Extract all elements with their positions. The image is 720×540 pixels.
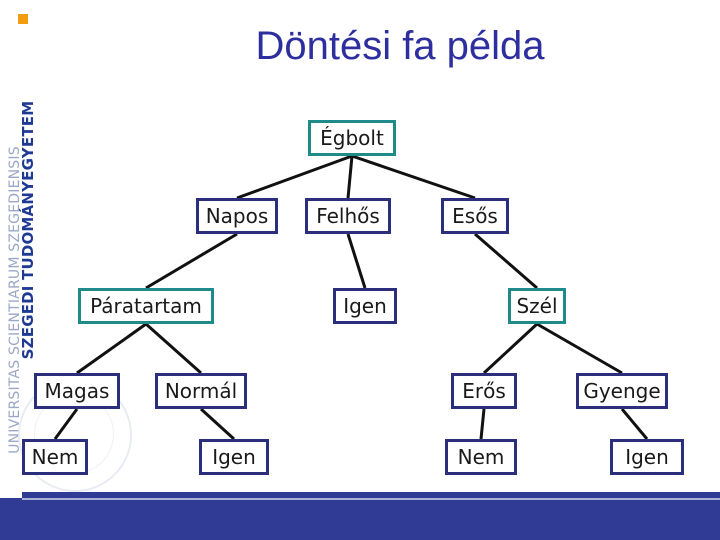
node-igen-gyenge: Igen [610,439,684,475]
edge-paratartam-magas [76,322,147,375]
node-eros: Erős [451,373,517,409]
node-napos: Napos [196,198,278,234]
node-paratartam: Páratartam [78,288,214,324]
node-szel: Szél [508,288,566,324]
edge-gyenge-igen_gyenge [620,408,649,440]
edge-egbolt-felhos [346,155,354,199]
edge-egbolt-esos [351,154,476,200]
node-esos: Esős [441,198,509,234]
edge-magas-nem_magas [53,408,79,440]
node-normal: Normál [155,373,247,409]
node-felhos: Felhős [305,198,391,234]
node-gyenge: Gyenge [576,373,668,409]
node-igen-felhos: Igen [333,288,397,324]
slide-title: Döntési fa példa [255,24,545,68]
footer-band [0,498,720,540]
edge-paratartam-normal [145,322,202,375]
node-nem-eros: Nem [445,439,517,475]
edge-egbolt-napos [236,154,353,200]
edge-szel-gyenge [536,322,623,375]
node-magas: Magas [34,373,120,409]
node-igen-normal: Igen [199,439,269,475]
node-nem-magas: Nem [22,439,88,475]
logo-square [18,14,28,24]
edge-felhos-igen_felhos [346,233,367,289]
edge-napos-paratartam [145,232,238,290]
edge-szel-eros [482,322,539,375]
edge-eros-nem_eros [479,408,486,440]
node-egbolt: Égbolt [308,120,396,156]
edge-normal-igen_normal [199,407,236,441]
footer-line [22,492,720,498]
edge-esos-szel [474,232,538,290]
